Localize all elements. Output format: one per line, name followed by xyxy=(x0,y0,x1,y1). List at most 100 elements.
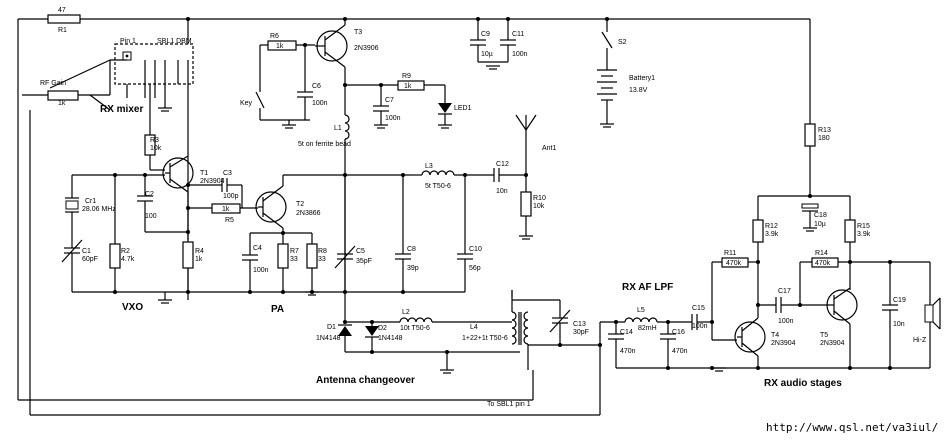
r7-value: 33 xyxy=(290,256,298,263)
c3-label: C3 xyxy=(223,170,232,177)
ground-symbol xyxy=(158,107,172,112)
r8-value: 33 xyxy=(318,256,326,263)
if-return-wire xyxy=(29,110,601,416)
r7-label: R7 xyxy=(290,248,299,255)
pa-output-filter xyxy=(395,114,537,292)
c9-value: 10µ xyxy=(481,51,493,58)
r9-value: 1k xyxy=(404,83,412,90)
l3-value: 5t T50-6 xyxy=(425,183,451,190)
t4-label: T4 xyxy=(771,332,779,339)
c19-value: 10n xyxy=(893,321,905,328)
c8-label: C8 xyxy=(407,246,416,253)
c15-value: 100n xyxy=(692,323,708,330)
r14-value: 470k xyxy=(815,260,831,267)
c3-value: 100p xyxy=(223,193,239,200)
hiz-label: Hi-Z xyxy=(913,337,927,344)
c10-label: C10 xyxy=(469,246,482,253)
c18-value: 10µ xyxy=(814,221,826,228)
cr1-label: Cr1 xyxy=(85,198,96,205)
c6-label: C6 xyxy=(312,83,321,90)
t4-type: 2N3904 xyxy=(771,340,796,347)
keying-circuit xyxy=(255,19,348,129)
c17-value: 100n xyxy=(778,318,794,325)
c5-value: 35pF xyxy=(356,258,372,265)
d1-type: 1N4148 xyxy=(316,335,341,342)
c12-value: 10n xyxy=(496,188,508,195)
r6-value: 1k xyxy=(276,43,284,50)
r1-resistor xyxy=(47,14,81,24)
r11-label: R11 xyxy=(724,250,736,257)
l1-label: L1 xyxy=(334,125,342,132)
r9-label: R9 xyxy=(402,73,411,80)
audio-amplifier xyxy=(711,50,941,369)
supply-decoupling xyxy=(470,19,516,70)
t5-type: 2N3904 xyxy=(820,340,845,347)
c16-value: 470n xyxy=(672,348,688,355)
cr1-value: 28.06 MHz xyxy=(82,206,116,213)
c14-value: 470n xyxy=(620,348,636,355)
antenna-changeover-title: Antenna changeover xyxy=(316,375,415,386)
c15-label: C15 xyxy=(692,305,705,312)
c2-value: 100 xyxy=(145,213,157,220)
c1-label: C1 xyxy=(82,248,91,255)
t3-label: T3 xyxy=(354,29,362,36)
footer-url: http://www.qsl.net/va3iul/ xyxy=(766,421,938,434)
r5-value: 1k xyxy=(222,206,230,213)
rf-gain-value: 1k xyxy=(58,100,66,107)
key-label: Key xyxy=(240,100,253,107)
rf-gain-pot xyxy=(22,59,127,111)
r13-value: 180 xyxy=(818,135,830,142)
c12-label: C12 xyxy=(496,161,509,168)
c17-label: C17 xyxy=(778,288,791,295)
r8-label: R8 xyxy=(318,248,327,255)
c14-label: C14 xyxy=(620,329,633,336)
r3-label: R3 xyxy=(150,137,159,144)
r4-value: 1k xyxy=(195,256,203,263)
c16-label: C16 xyxy=(672,329,685,336)
vxo-title: VXO xyxy=(122,302,143,313)
r13-label: R13 xyxy=(818,127,831,134)
t1-type: 2N3904 xyxy=(200,178,225,185)
antenna-label: Ant1 xyxy=(542,145,557,152)
led-label: LED1 xyxy=(454,105,472,112)
l5-label: L5 xyxy=(637,307,645,314)
r3-value: 10k xyxy=(150,145,162,152)
r15-value: 3.9k xyxy=(857,231,871,238)
r15-label: R15 xyxy=(857,223,870,230)
battery-value: 13.8V xyxy=(629,87,648,94)
l2-value: 10t T50-6 xyxy=(400,325,430,332)
c13-value: 30pF xyxy=(573,329,589,336)
l3-label: L3 xyxy=(425,163,433,170)
d1-label: D1 xyxy=(327,324,336,331)
rf-gain-label: RF Gain xyxy=(40,80,66,87)
c4-label: C4 xyxy=(253,245,262,252)
led-indicator xyxy=(345,80,452,129)
t2-label: T2 xyxy=(296,201,304,208)
af-lpf-title: RX AF LPF xyxy=(622,282,673,293)
t2-type: 2N3866 xyxy=(296,210,321,217)
d2-label: D2 xyxy=(378,325,387,332)
rx-mixer-title: RX mixer xyxy=(100,104,143,115)
c19-label: C19 xyxy=(893,297,906,304)
audio-stages-title: RX audio stages xyxy=(764,378,842,389)
l1-note: 5t on ferrite bead xyxy=(298,141,351,148)
to-sbl1-label: To SBL1 pin 1 xyxy=(487,401,531,408)
c10-value: 56p xyxy=(469,265,481,272)
c2-label: C2 xyxy=(145,191,154,198)
s2-label: S2 xyxy=(618,39,627,46)
c7-value: 100n xyxy=(385,115,401,122)
c8-value: 39p xyxy=(407,265,419,272)
battery-label: Battery1 xyxy=(629,75,655,82)
r1-label: R1 xyxy=(58,27,67,34)
r4-label: R4 xyxy=(195,248,204,255)
pin1-label: Pin 1 xyxy=(120,38,136,45)
r12-value: 3.9k xyxy=(765,231,779,238)
c11-label: C11 xyxy=(512,31,524,38)
sbl1-label: SBL1 DBM xyxy=(157,38,192,45)
l4-label: L4 xyxy=(470,324,478,331)
c13-label: C13 xyxy=(573,321,586,328)
c5-label: C5 xyxy=(356,248,365,255)
l5-value: 82mH xyxy=(638,325,657,332)
r1-value: 47 xyxy=(58,7,66,14)
